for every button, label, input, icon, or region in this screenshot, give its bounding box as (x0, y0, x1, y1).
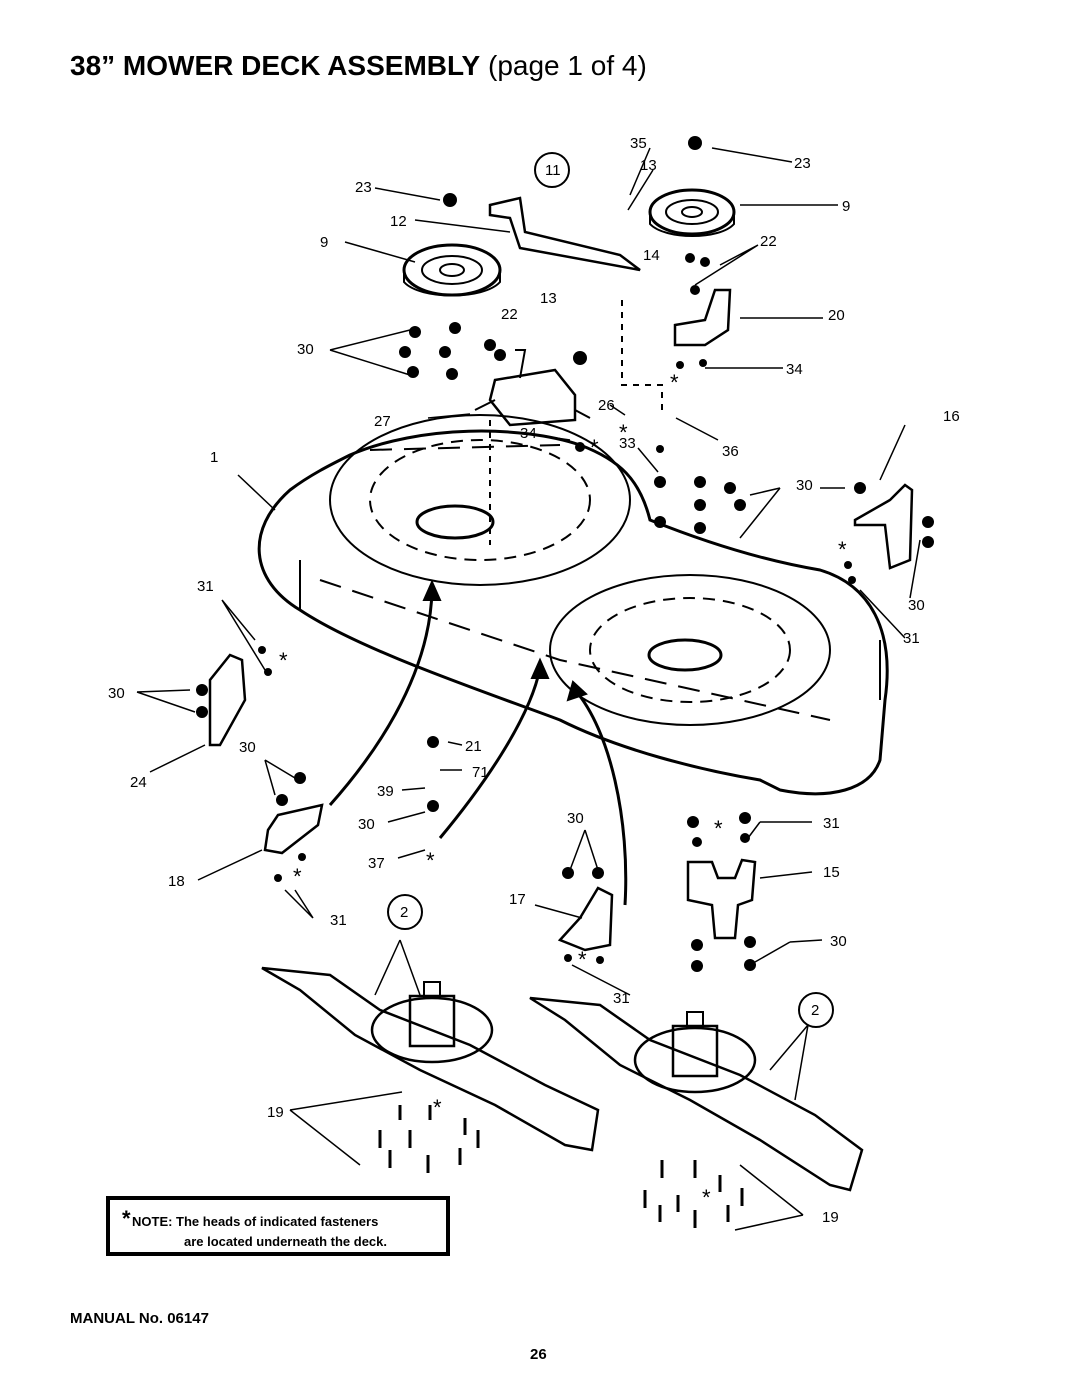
right-pulley (648, 188, 736, 237)
callout-2-left: 2 (400, 904, 408, 921)
callout-12: 12 (390, 213, 407, 230)
callout-30-center: 30 (358, 816, 375, 833)
callout-30-left: 30 (108, 685, 125, 702)
callout-2-right: 2 (811, 1002, 819, 1019)
page-title: 38” MOWER DECK ASSEMBLY (page 1 of 4) (70, 50, 647, 82)
callout-9-left: 9 (320, 234, 328, 251)
callout-33: 33 (619, 435, 636, 452)
blade-bolts (378, 1105, 744, 1228)
callout-36: 36 (722, 443, 739, 460)
svg-text:*: * (702, 1185, 711, 1210)
svg-text:*: * (838, 537, 847, 562)
callout-35: 35 (630, 135, 647, 152)
right-blade-well (549, 574, 831, 726)
callout-31-left: 31 (197, 578, 214, 595)
asterisk-markers: * * * * * * * * * * * (279, 370, 847, 1210)
left-blade-well (329, 414, 631, 586)
idler-bracket (673, 288, 732, 347)
callout-11: 11 (545, 162, 561, 179)
arrow-to-deck-right (573, 689, 628, 906)
note-asterisk: * (122, 1206, 131, 1231)
fastener-note: * NOTE: The heads of indicated fasteners… (106, 1196, 450, 1256)
left-pulley (402, 243, 502, 297)
callout-circle-2-left (387, 894, 423, 930)
front-deck-bracket (686, 858, 757, 940)
belt-guide-bracket (474, 349, 591, 427)
callout-31-right-lower: 31 (823, 815, 840, 832)
deck-hanger-bracket-right (853, 483, 914, 570)
svg-text:*: * (293, 864, 302, 889)
page-title-pagination: (page 1 of 4) (488, 50, 647, 81)
callout-39: 39 (377, 783, 394, 800)
svg-text:*: * (619, 420, 628, 445)
callout-circle-11 (534, 152, 570, 188)
svg-text:*: * (714, 816, 723, 841)
callout-34-left: 34 (520, 425, 537, 442)
page-title-main: 38” MOWER DECK ASSEMBLY (70, 50, 481, 81)
svg-text:*: * (433, 1095, 442, 1120)
fastener-group (196, 136, 934, 972)
callout-19-right: 19 (822, 1209, 839, 1226)
idler-arm (488, 196, 641, 272)
svg-text:*: * (279, 648, 288, 673)
callout-37: 37 (368, 855, 385, 872)
callout-30-right-top: 30 (796, 477, 813, 494)
callout-30-right-bottom: 30 (830, 933, 847, 950)
callout-circle-2-right (798, 992, 834, 1028)
callout-26: 26 (598, 397, 615, 414)
rear-deck-bracket (263, 803, 324, 855)
page-number: 26 (530, 1346, 547, 1363)
svg-text:*: * (426, 848, 435, 873)
callout-27: 27 (374, 413, 391, 430)
callout-30-right-mid: 30 (908, 597, 925, 614)
deck-hanger-bracket-left (208, 653, 247, 747)
svg-text:*: * (578, 947, 587, 972)
svg-text:*: * (670, 370, 679, 395)
note-line-1: NOTE: The heads of indicated fasteners (132, 1214, 379, 1229)
callout-13-top: 13 (640, 157, 657, 174)
manual-number: MANUAL No. 06147 (70, 1310, 209, 1327)
right-blade-assembly (529, 996, 864, 1192)
mower-deck (257, 429, 889, 796)
callout-24: 24 (130, 774, 147, 791)
arrow-to-deck-center (438, 667, 542, 839)
callout-18: 18 (168, 873, 185, 890)
left-blade-assembly (261, 966, 600, 1152)
svg-text:*: * (590, 435, 599, 460)
callout-30-left-lower: 30 (239, 739, 256, 756)
callout-22-right: 22 (760, 233, 777, 250)
callout-1: 1 (210, 449, 218, 466)
callout-31-bottom-left: 31 (330, 912, 347, 929)
callout-30-center-right: 30 (567, 810, 584, 827)
callout-21: 21 (465, 738, 482, 755)
callout-31-right: 31 (903, 630, 920, 647)
callout-16: 16 (943, 408, 960, 425)
callout-20: 20 (828, 307, 845, 324)
callout-13-mid: 13 (540, 290, 557, 307)
callout-17: 17 (509, 891, 526, 908)
callout-23-right: 23 (794, 155, 811, 172)
callout-34-right: 34 (786, 361, 803, 378)
callout-19-left: 19 (267, 1104, 284, 1121)
arrow-to-deck-left (328, 589, 434, 806)
callout-22-left: 22 (501, 306, 518, 323)
callout-31-bottom: 31 (613, 990, 630, 1007)
callout-9-right: 9 (842, 198, 850, 215)
callout-15: 15 (823, 864, 840, 881)
deck-stabilizer-bracket (557, 886, 614, 952)
callout-71: 71 (472, 764, 489, 781)
callout-14: 14 (643, 247, 660, 264)
callout-30-top-left: 30 (297, 341, 314, 358)
note-line-2: are located underneath the deck. (184, 1234, 388, 1249)
callout-23-left: 23 (355, 179, 372, 196)
